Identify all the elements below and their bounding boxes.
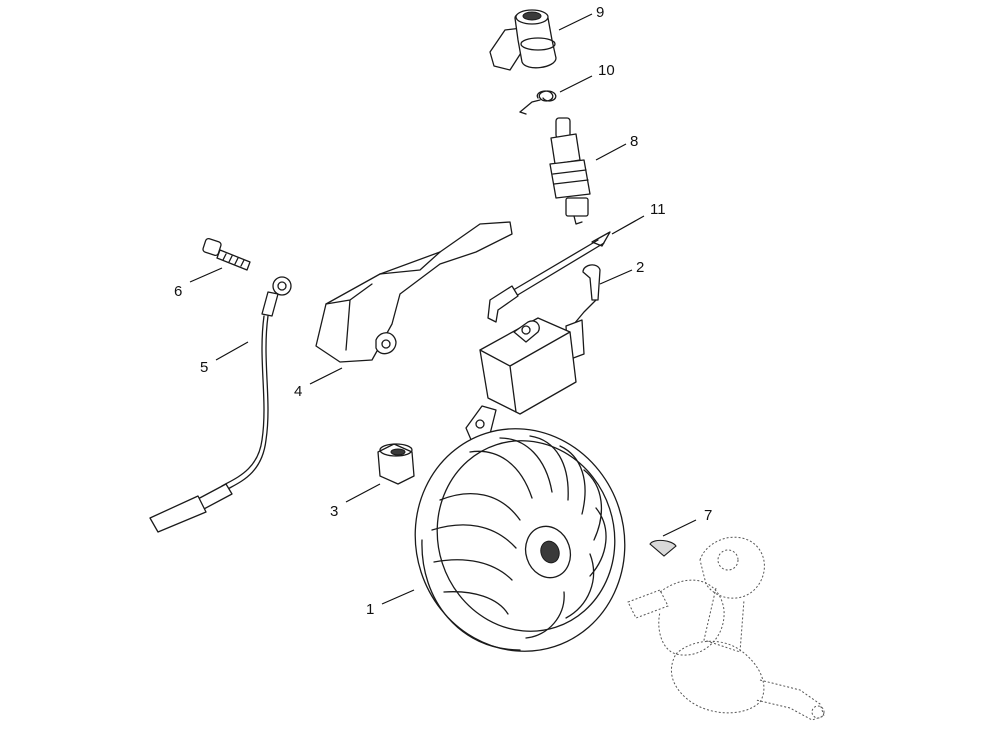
callout-9: 9 bbox=[596, 4, 604, 21]
ignition-coil-part bbox=[465, 264, 601, 443]
leader-11 bbox=[611, 215, 645, 235]
screw-part bbox=[202, 238, 251, 271]
spark-plug-part bbox=[549, 117, 591, 225]
ground-wire-part bbox=[149, 276, 292, 533]
callout-10: 10 bbox=[598, 62, 615, 79]
leader-1 bbox=[381, 589, 415, 605]
callout-8: 8 bbox=[630, 133, 638, 150]
callout-3: 3 bbox=[330, 503, 338, 520]
callout-7: 7 bbox=[704, 507, 712, 524]
leader-10 bbox=[559, 75, 593, 93]
leader-6 bbox=[189, 267, 223, 283]
callout-4: 4 bbox=[294, 383, 302, 400]
leader-lines bbox=[189, 13, 697, 605]
callout-1: 1 bbox=[366, 601, 374, 618]
leader-5 bbox=[215, 341, 249, 361]
callout-labels: 9 10 8 11 2 6 5 4 3 7 1 bbox=[174, 4, 712, 618]
ignition-wire-part bbox=[487, 231, 611, 323]
callout-6: 6 bbox=[174, 283, 182, 300]
spark-plug-cap-part bbox=[489, 9, 557, 71]
spring-clip-part bbox=[519, 90, 557, 115]
leader-7 bbox=[662, 519, 697, 537]
flange-nut-part bbox=[377, 443, 415, 485]
leader-2 bbox=[599, 269, 633, 285]
woodruff-key-part bbox=[649, 539, 677, 557]
leader-4 bbox=[309, 367, 343, 385]
callout-5: 5 bbox=[200, 359, 208, 376]
leader-3 bbox=[345, 483, 381, 503]
callout-2: 2 bbox=[636, 259, 644, 276]
leader-8 bbox=[595, 143, 627, 161]
leader-9 bbox=[558, 13, 593, 31]
crankshaft-reference bbox=[627, 536, 825, 721]
cover-bracket-part bbox=[315, 221, 513, 363]
flywheel-part bbox=[414, 428, 626, 652]
callout-11: 11 bbox=[650, 201, 666, 218]
